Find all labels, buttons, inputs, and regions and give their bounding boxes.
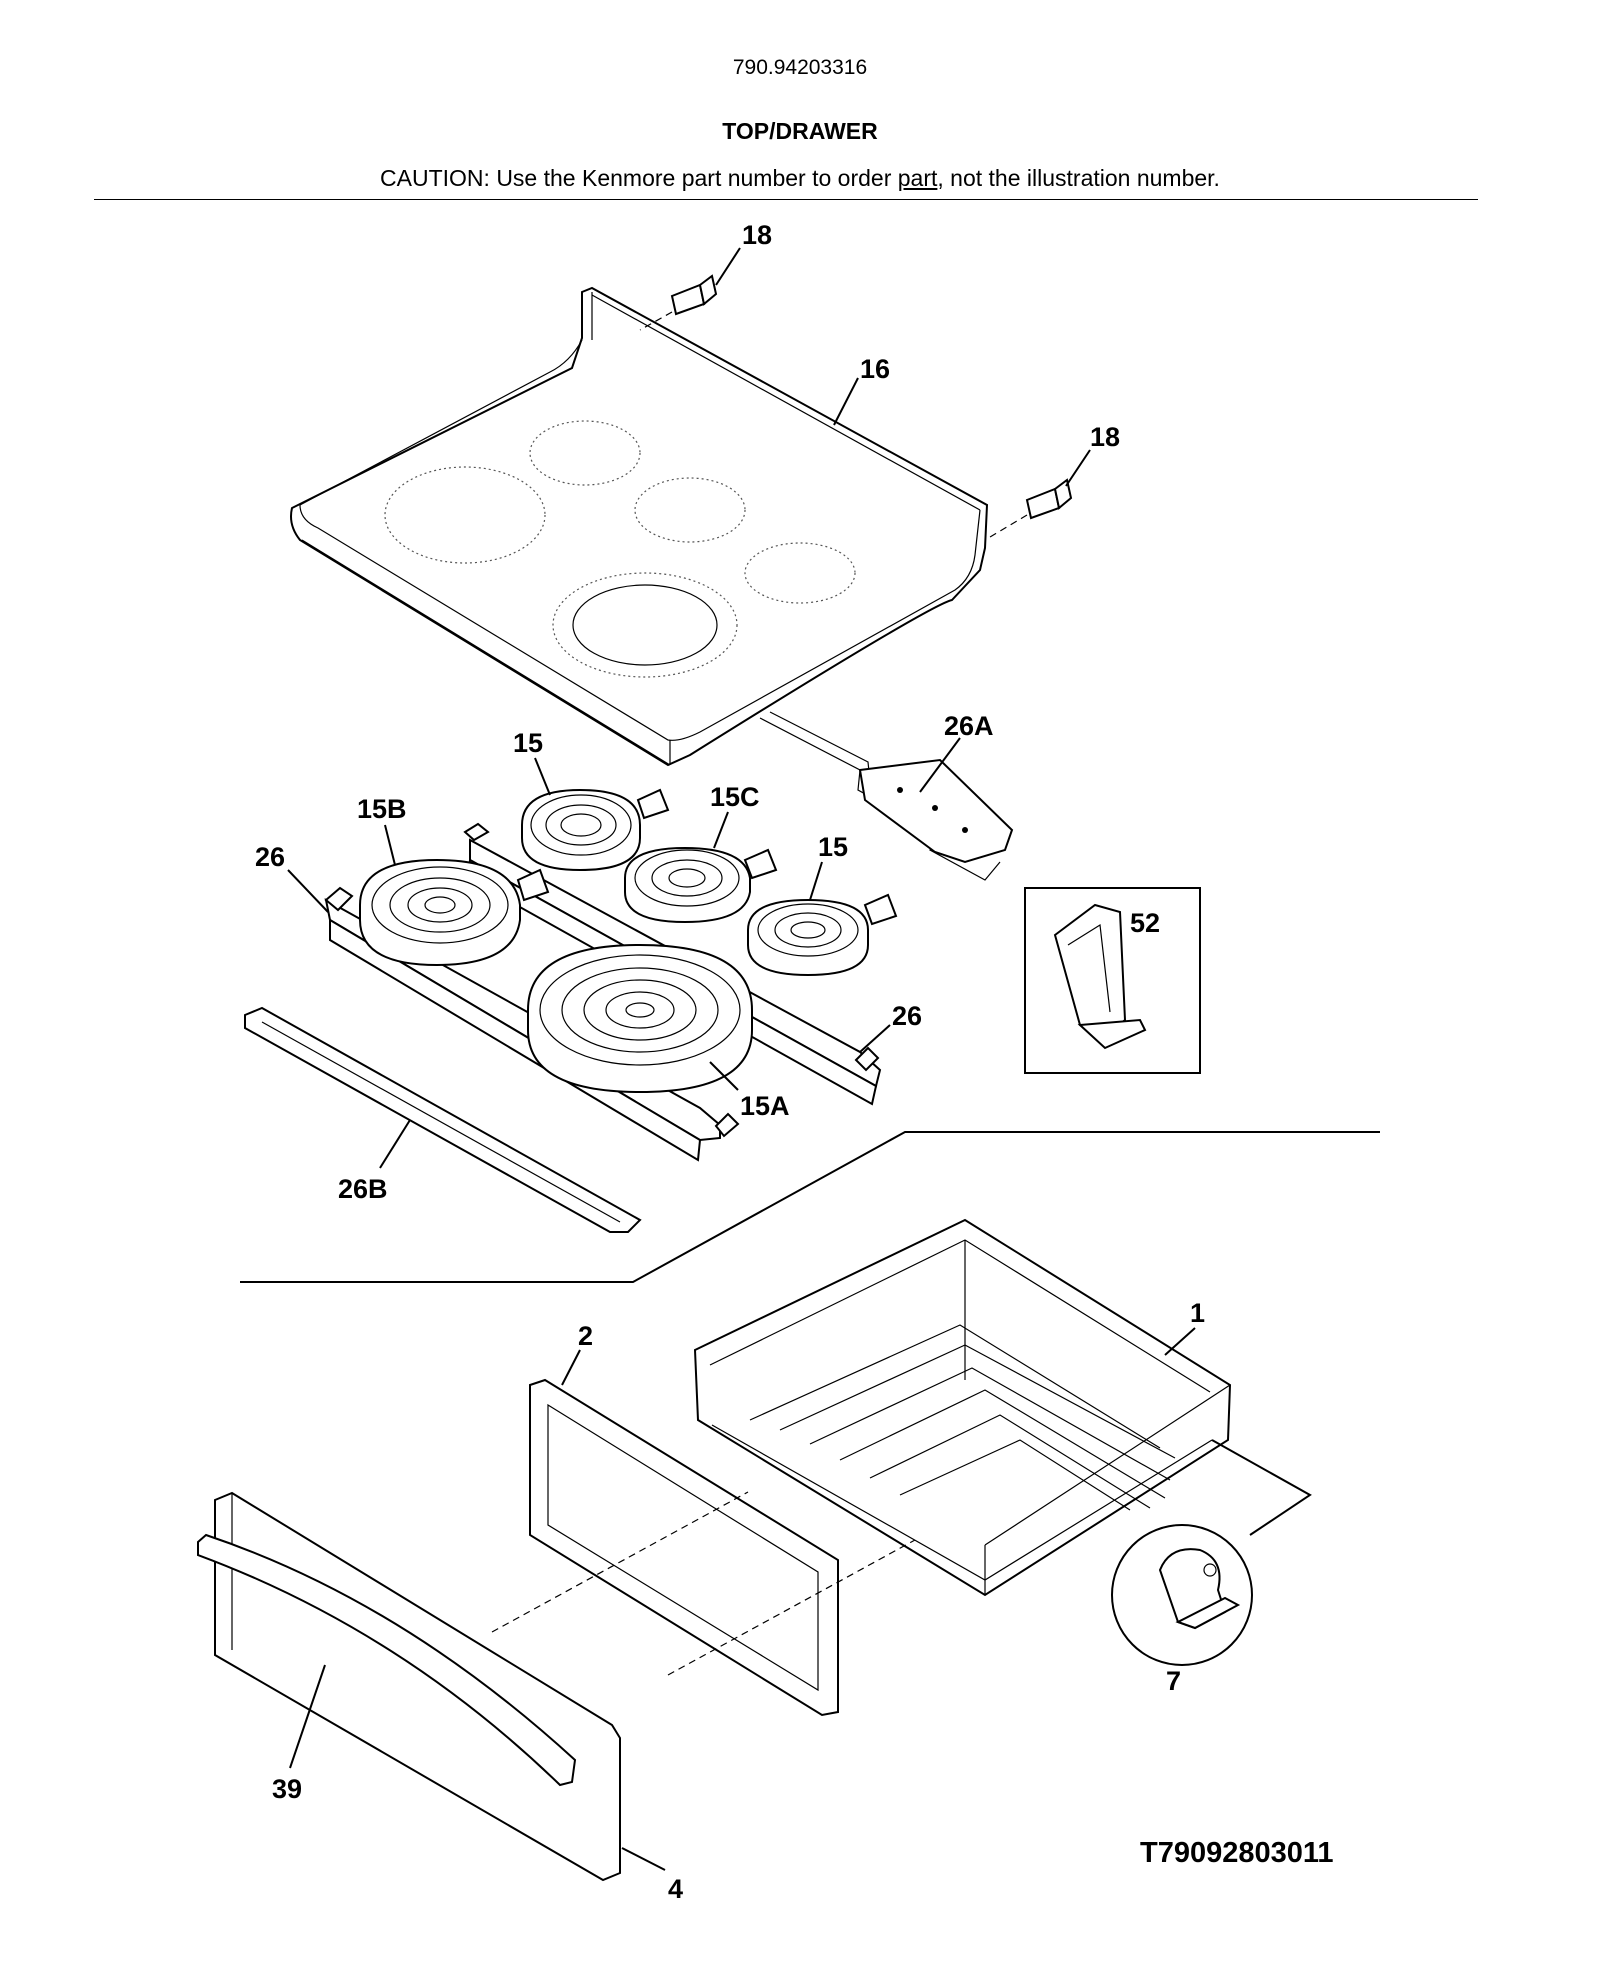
element-part-15C — [624, 846, 778, 924]
section-divider — [240, 1131, 1380, 1283]
leader-16 — [833, 377, 859, 426]
trim-part-26B — [244, 1006, 642, 1233]
caution-text-start: CAUTION: Use the Kenmore part number to … — [380, 165, 898, 191]
callout-15-right: 15 — [818, 832, 848, 862]
callout-26-right: 26 — [892, 1001, 922, 1031]
callout-2: 2 — [578, 1321, 593, 1351]
inset-circle-7 — [1111, 1439, 1312, 1666]
section-title: TOP/DRAWER — [722, 118, 878, 144]
leader-15-top — [534, 757, 551, 796]
leader-15A — [709, 1061, 739, 1091]
callout-1: 1 — [1190, 1298, 1205, 1328]
model-number: 790.94203316 — [732, 56, 868, 79]
caution-note: CAUTION: Use the Kenmore part number to … — [0, 165, 1600, 192]
bracket-part-18-right — [984, 478, 1073, 541]
guide-line-2 — [667, 1539, 916, 1676]
leader-15B — [384, 824, 396, 866]
callout-52: 52 — [1130, 908, 1160, 938]
leader-18-right — [1065, 449, 1091, 487]
harness-part-26A — [759, 711, 1014, 881]
diagram-code: T79092803011 — [1140, 1837, 1334, 1869]
callout-26-left: 26 — [255, 842, 285, 872]
guide-line-1 — [491, 1491, 749, 1633]
callout-15B: 15B — [357, 794, 407, 824]
drawer-handle-part-39 — [197, 1533, 577, 1787]
callout-26A: 26A — [944, 711, 994, 741]
callout-16: 16 — [860, 354, 890, 384]
drawer-body-part-1 — [693, 1218, 1232, 1597]
element-part-15A — [527, 943, 753, 1094]
cooktop-part-16 — [290, 286, 989, 767]
header-rule — [94, 199, 1478, 200]
callout-4: 4 — [668, 1874, 683, 1904]
callout-39: 39 — [272, 1774, 302, 1804]
callout-15C: 15C — [710, 782, 760, 812]
drawer-liner-part-2 — [529, 1378, 839, 1717]
element-part-15-right — [747, 893, 898, 977]
callout-15-top: 15 — [513, 728, 543, 758]
callout-7: 7 — [1166, 1666, 1181, 1696]
callout-18-right: 18 — [1090, 422, 1120, 452]
inset-box-52 — [1024, 887, 1201, 1074]
element-part-15-top — [521, 788, 670, 872]
leader-1 — [1164, 1327, 1196, 1356]
caution-text-end: , not the illustration number. — [937, 165, 1220, 191]
element-part-15B — [359, 858, 550, 967]
leader-26B — [379, 1119, 411, 1169]
leader-2 — [561, 1349, 581, 1386]
leader-15C — [713, 811, 729, 849]
leader-15-right — [809, 861, 823, 901]
callout-18-top: 18 — [742, 220, 772, 250]
leader-4 — [621, 1847, 666, 1871]
callout-15A: 15A — [740, 1091, 790, 1121]
leader-26-right — [859, 1024, 891, 1053]
leader-26A — [919, 737, 961, 793]
callout-26B: 26B — [338, 1174, 388, 1204]
leader-18-top — [715, 247, 741, 286]
leader-39 — [289, 1664, 326, 1769]
bracket-part-18-top — [639, 274, 718, 331]
caution-underlined-word: part — [897, 165, 938, 191]
leader-26-left — [287, 869, 329, 913]
